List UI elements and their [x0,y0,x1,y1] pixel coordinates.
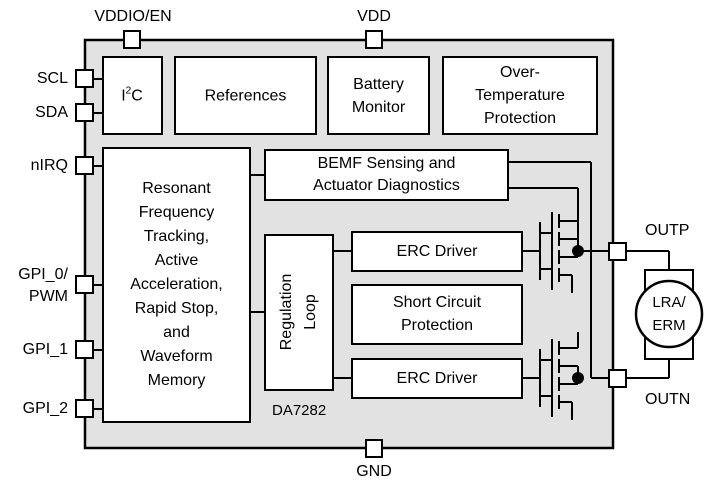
block-regulation-loop[interactable] [264,234,334,391]
pin-pad-gpi2[interactable] [75,399,94,418]
pin-pad-vddio-en[interactable] [123,30,141,49]
pin-pad-gpi0-pwm[interactable] [75,275,94,294]
pin-pad-sda[interactable] [75,103,94,122]
block-battery-monitor-label-line2: Monitor [352,99,406,116]
block-core-label-line8: Waveform [140,348,212,365]
block-core-label-line6: Rapid Stop, [135,300,219,317]
pin-pad-scl[interactable] [75,69,94,88]
block-core-label-line3: Tracking, [144,228,209,245]
block-bemf-label-line1: BEMF Sensing and [318,155,456,172]
block-references[interactable] [174,56,317,135]
half-bridge-outp [539,205,579,293]
block-regulation-loop-label-line2: Loop [302,294,319,330]
block-regulation-loop-label-line1: Regulation [278,274,295,351]
block-over-temperature-protection[interactable] [442,56,598,135]
pin-stubs [85,39,670,449]
pin-label-vdd: VDD [357,8,391,25]
block-short-circuit-protection[interactable] [351,284,523,345]
load-label-line1: LRA/ [652,294,686,311]
load-circle [634,279,704,349]
block-erc-driver-top[interactable] [351,231,523,272]
pin-pad-nirq[interactable] [75,156,94,175]
block-core-engine[interactable] [102,147,251,423]
junction-dot-outn [572,372,584,384]
block-short-circuit-label-line2: Protection [401,317,473,334]
block-i2c-label: I2C [121,85,143,105]
block-bemf-sensing[interactable] [264,149,509,201]
block-bemf-label-line2: Actuator Diagnostics [313,177,460,194]
block-erc-driver-bottom-label: ERC Driver [397,370,479,387]
pin-pad-gnd[interactable] [365,439,383,458]
block-core-label-line2: Frequency [139,204,215,221]
block-erc-driver-top-label: ERC Driver [397,243,479,260]
block-erc-driver-bottom[interactable] [351,358,523,399]
pin-pad-outn[interactable] [608,369,627,388]
pin-pad-gpi1[interactable] [75,340,94,359]
block-over-temperature-label-line2: Temperature [475,87,565,104]
pin-label-outp: OUTP [645,222,689,239]
half-bridge-outn [539,332,579,420]
pin-label-gnd: GND [356,463,392,480]
block-over-temperature-label-line3: Protection [484,110,556,127]
block-i2c[interactable] [102,56,163,135]
block-core-label-line5: Acceleration, [130,276,223,293]
pin-label-scl: SCL [37,70,68,87]
pin-pad-outp[interactable] [608,242,627,261]
block-core-label-line1: Resonant [142,180,211,197]
pin-pad-vdd[interactable] [365,30,383,49]
block-references-label: References [205,88,287,105]
block-core-label-line9: Memory [148,372,206,389]
block-short-circuit-label-line1: Short Circuit [393,294,482,311]
block-battery-monitor-label-line1: Battery [353,76,404,93]
block-core-label-line7: and [163,324,190,341]
pin-label-sda: SDA [35,104,68,121]
pin-label-gpi2: GPI_2 [23,400,68,417]
pin-label-gpi0-pwm-line1: GPI_0/ [18,266,68,283]
block-battery-monitor[interactable] [327,56,430,135]
pin-label-nirq: nIRQ [31,157,68,174]
pin-label-gpi1: GPI_1 [23,341,68,358]
pin-label-gpi0-pwm-line2: PWM [29,288,68,305]
block-over-temperature-label-line1: Over- [500,64,540,81]
pin-label-vddio-en: VDDIO/EN [94,8,171,25]
junction-dot-outp [572,245,584,257]
block-core-label-line4: Active [155,252,199,269]
pin-label-outn: OUTN [645,391,690,408]
load-label-line2: ERM [652,317,685,334]
part-number-label: DA7282 [272,402,326,419]
